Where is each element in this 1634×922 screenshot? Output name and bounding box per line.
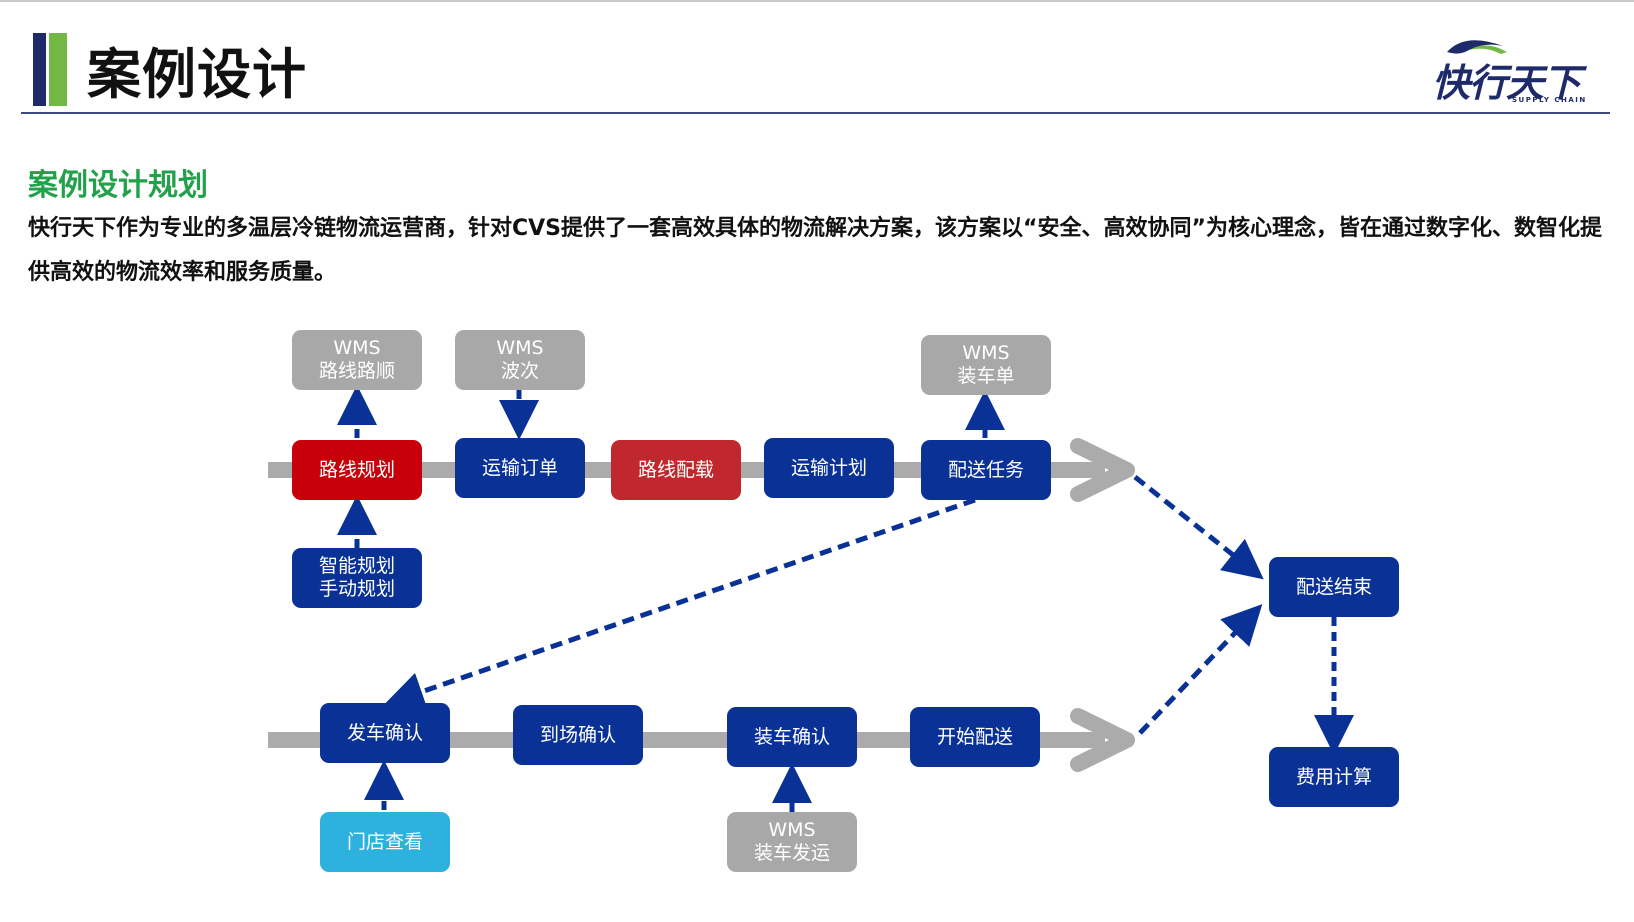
note-wms-loading-list: WMS 装车单 (921, 335, 1051, 395)
top-border (0, 0, 1634, 2)
section-description: 快行天下作为专业的多温层冷链物流运营商，针对CVS提供了一套高效具体的物流解决方… (28, 216, 1602, 285)
step-departure-confirm: 发车确认 (320, 703, 450, 763)
note-wms-loading-dispatch-line2: 装车发运 (753, 842, 830, 864)
logo-subtext: SUPPLY CHAIN (1512, 96, 1587, 104)
step-start-delivery: 开始配送 (910, 707, 1040, 767)
note-wms-loading-list-line2: 装车单 (957, 365, 1015, 387)
note-store-view: 门店查看 (320, 812, 450, 872)
bottom-lane-arrowhead (1070, 708, 1135, 772)
note-store-view-label: 门店查看 (346, 830, 423, 853)
note-wms-wave: WMS 波次 (455, 330, 585, 390)
header-divider (21, 112, 1610, 114)
arrow-top-to-end (1133, 475, 1264, 580)
note-wms-route-line2: 路线路顺 (318, 360, 395, 382)
top-lane-arrowhead (1070, 438, 1135, 502)
note-wms-loading-list-line1: WMS (962, 342, 1010, 364)
note-smart-planning-line2: 手动规划 (318, 578, 395, 600)
note-wms-route-line1: WMS (333, 337, 381, 359)
step-loading-confirm-label: 装车确认 (753, 725, 830, 748)
step-route-loading: 路线配载 (611, 440, 741, 500)
step-route-planning-label: 路线规划 (318, 458, 395, 481)
step-fee-calc-label: 费用计算 (1295, 765, 1372, 788)
arrow-bottom-to-end (1138, 604, 1263, 735)
step-transport-plan: 运输计划 (764, 438, 894, 498)
note-wms-wave-line1: WMS (496, 337, 544, 359)
title-accent-navy (33, 33, 46, 106)
step-loading-confirm: 装车确认 (727, 707, 857, 767)
step-arrival-confirm: 到场确认 (513, 705, 643, 765)
section-subtitle: 案例设计规划 (28, 168, 208, 203)
step-route-loading-label: 路线配载 (637, 458, 714, 481)
step-transport-plan-label: 运输计划 (790, 456, 867, 479)
note-wms-wave-line2: 波次 (500, 360, 539, 382)
step-route-planning: 路线规划 (292, 440, 422, 500)
note-smart-planning: 智能规划 手动规划 (292, 548, 422, 608)
step-delivery-end-label: 配送结束 (1295, 575, 1372, 598)
step-fee-calc: 费用计算 (1269, 747, 1399, 807)
step-departure-confirm-label: 发车确认 (346, 721, 423, 744)
step-delivery-task-label: 配送任务 (947, 458, 1024, 481)
step-delivery-end: 配送结束 (1269, 557, 1399, 617)
step-delivery-task: 配送任务 (921, 440, 1051, 500)
note-wms-route: WMS 路线路顺 (292, 330, 422, 390)
note-wms-loading-dispatch-line1: WMS (768, 819, 816, 841)
logo-text: 快行天下 (1432, 61, 1581, 105)
note-wms-loading-dispatch: WMS 装车发运 (727, 812, 857, 872)
page-title: 案例设计 (87, 43, 307, 106)
step-arrival-confirm-label: 到场确认 (539, 723, 616, 746)
note-smart-planning-line1: 智能规划 (318, 555, 395, 577)
step-transport-order: 运输订单 (455, 438, 585, 498)
step-transport-order-label: 运输订单 (481, 456, 558, 479)
company-logo-icon (1447, 40, 1507, 54)
title-accent-green (49, 33, 67, 106)
step-start-delivery-label: 开始配送 (936, 725, 1013, 748)
arrow-task-to-departure (383, 497, 976, 711)
